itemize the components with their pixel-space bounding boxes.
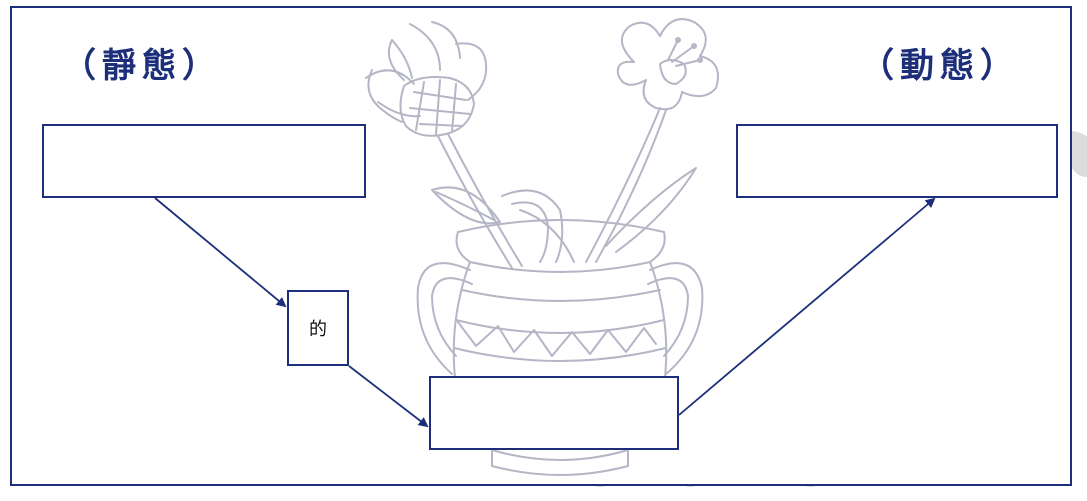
dynamic-heading: （動態） <box>860 46 1020 86</box>
connector-box: 的 <box>287 290 349 366</box>
static-answer-box[interactable] <box>42 124 366 198</box>
connector-text: 的 <box>309 319 327 340</box>
arrow-center-to-dynamic <box>678 197 936 416</box>
arrow-static-to-connector <box>154 197 287 308</box>
right-flower <box>616 18 719 111</box>
left-flower <box>365 21 488 137</box>
dynamic-answer-box[interactable] <box>736 124 1058 198</box>
static-heading: （靜態） <box>62 46 222 86</box>
arrow-connector-to-center <box>348 365 429 428</box>
center-answer-box[interactable] <box>429 376 679 450</box>
